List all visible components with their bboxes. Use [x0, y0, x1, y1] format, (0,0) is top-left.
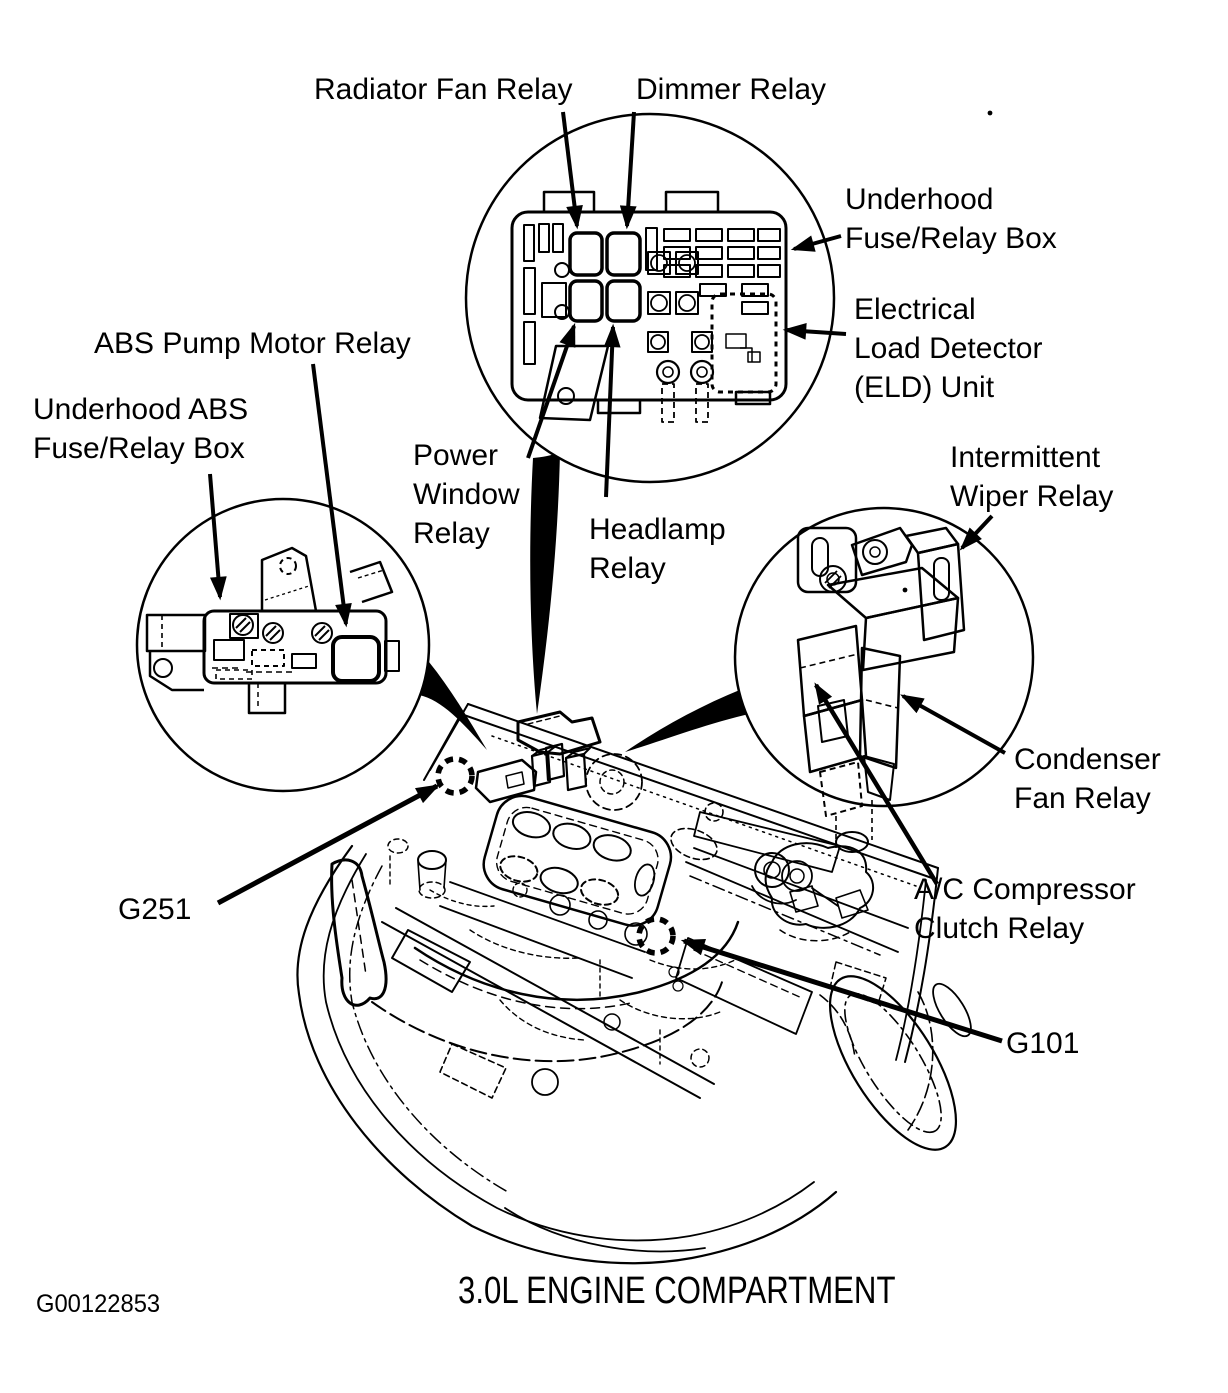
dimmer-relay-arrow [619, 111, 637, 230]
label-dimmer-relay: Dimmer Relay [636, 73, 827, 106]
underhood-fuse-box-arrow [790, 234, 842, 252]
underhood-abs-box-arrow [208, 473, 227, 601]
power-window-relay-slot [568, 279, 604, 323]
label-radiator-fan-relay: Radiator Fan Relay [314, 73, 573, 106]
g101-arrow [680, 938, 1003, 1044]
label-underhood-abs-fuse-relay-box: Underhood ABS Fuse/Relay Box [33, 393, 249, 465]
label-g101: G101 [1006, 1027, 1080, 1060]
label-power-window-relay: Power Window Relay [413, 439, 520, 550]
label-ac-compressor-clutch-relay: A/C Compressor Clutch Relay [914, 873, 1136, 945]
ac-compressor-clutch-relay-arrow [814, 682, 939, 886]
wiper-relay-detail [733, 506, 1035, 853]
g251-ground-circle [435, 756, 475, 796]
print-dot [987, 110, 993, 116]
underhood-fuse-relay-box-detail [464, 112, 836, 484]
label-headlamp-relay: Headlamp Relay [589, 513, 726, 585]
label-intermittent-wiper-relay: Intermittent Wiper Relay [950, 441, 1114, 513]
g251-arrow [216, 783, 440, 906]
condenser-fan-relay-arrow [900, 694, 1006, 755]
label-electrical-load-detector: Electrical Load Detector (ELD) Unit [854, 293, 1043, 404]
figure-caption: 3.0L ENGINE COMPARTMENT [458, 1270, 896, 1312]
label-g251: G251 [118, 893, 192, 926]
abs-pump-motor-relay-arrow [311, 363, 352, 628]
radiator-fan-relay-slot [568, 231, 604, 277]
label-underhood-fuse-relay-box: Underhood Fuse/Relay Box [845, 183, 1057, 255]
radiator-fan-relay-arrow [561, 111, 583, 230]
headlamp-relay-slot [605, 279, 642, 323]
underhood-abs-box-detail [135, 497, 431, 793]
eld-unit-outline [710, 292, 778, 394]
abs-pump-motor-relay-slot [331, 635, 381, 683]
figure-code: G00122853 [36, 1290, 161, 1318]
condenser-fan-relay-body [858, 646, 902, 770]
dimmer-relay-slot [605, 231, 642, 277]
g101-ground-circle [636, 916, 676, 956]
label-abs-pump-motor-relay: ABS Pump Motor Relay [94, 327, 411, 360]
callout-arrows [208, 111, 1006, 1044]
label-condenser-fan-relay: Condenser Fan Relay [1014, 743, 1161, 815]
detail-leader-wedges [419, 452, 753, 752]
engine-bay-drawing [296, 703, 972, 1265]
headlamp-relay-arrow [603, 323, 621, 498]
eld-unit-arrow [782, 322, 847, 340]
intermittent-wiper-relay-arrow [959, 514, 994, 551]
ground-point-markers [435, 756, 676, 956]
power-window-relay-arrow [526, 322, 576, 459]
